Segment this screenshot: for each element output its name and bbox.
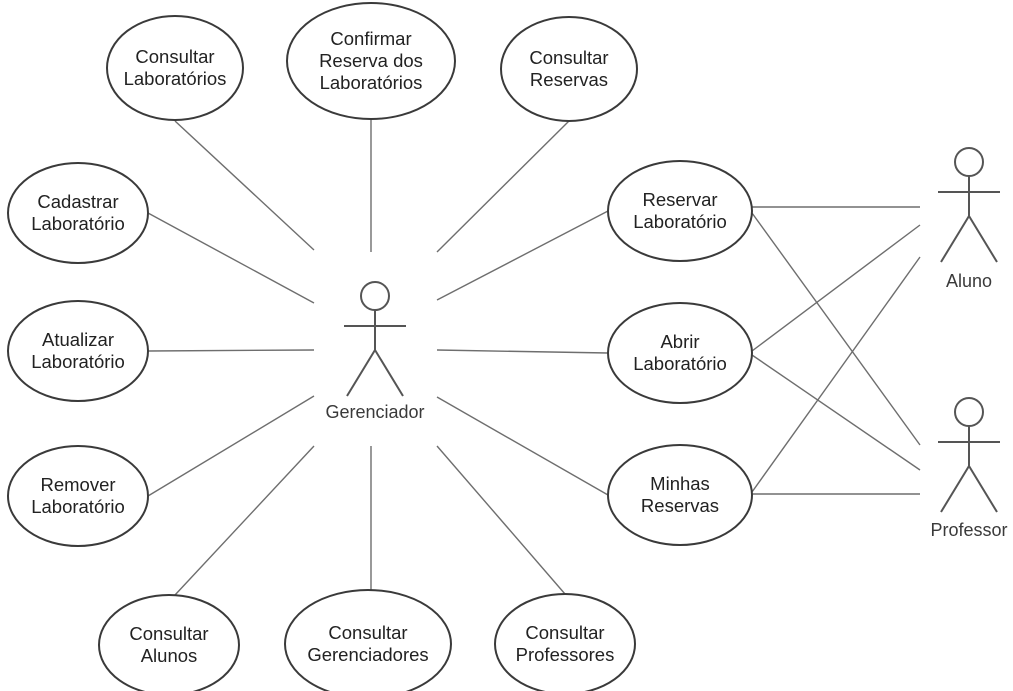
actor-left-leg-icon	[940, 215, 970, 263]
use-case-label-line: Laboratório	[31, 213, 125, 234]
actor-head-icon	[954, 397, 984, 427]
actor-right-leg-icon	[968, 215, 998, 263]
use-case-label-line: Consultar	[525, 622, 604, 643]
association-gerenciador-minhas-reservas	[436, 396, 609, 496]
actor-right-leg-icon	[374, 349, 404, 397]
use-case-ellipse[interactable]	[286, 2, 456, 120]
actor-right-leg-icon	[968, 465, 998, 513]
use-case-label-line: Gerenciadores	[307, 644, 428, 665]
use-case-label-line: Laboratório	[633, 353, 727, 374]
use-case-ellipse[interactable]	[607, 302, 753, 404]
association-gerenciador-reservar-laboratorio	[436, 210, 609, 301]
association-gerenciador-consultar-professores	[436, 445, 566, 595]
use-case-ellipse[interactable]	[494, 593, 636, 691]
actor-professor[interactable]: Professor	[930, 397, 1008, 540]
actor-aluno[interactable]: Aluno	[938, 147, 1000, 291]
use-case-ellipse[interactable]	[607, 444, 753, 546]
association-professor-abrir-laboratorio	[751, 354, 921, 471]
use-case-label-line: Alunos	[141, 645, 198, 666]
use-case-label-line: Laboratório	[31, 496, 125, 517]
use-case-label-line: Laboratórios	[124, 68, 227, 89]
actor-head-icon	[954, 147, 984, 177]
use-case-label-line: Consultar	[129, 623, 208, 644]
use-case-ellipse[interactable]	[284, 589, 452, 691]
actor-left-leg-icon	[346, 349, 376, 397]
actor-head-icon	[360, 281, 390, 311]
use-case-label-line: Atualizar	[42, 329, 114, 350]
actor-left-leg-icon	[940, 465, 970, 513]
use-case-ellipse[interactable]	[106, 15, 244, 121]
use-case-ellipse[interactable]	[7, 162, 149, 264]
use-case-label-line: Reservas	[641, 495, 719, 516]
use-case-label-line: Reserva dos	[319, 50, 423, 71]
use-case-label-line: Reservas	[530, 69, 608, 90]
use-case-ellipse[interactable]	[7, 445, 149, 547]
association-gerenciador-remover-laboratorio	[147, 395, 315, 497]
use-case-label-line: Laboratório	[633, 211, 727, 232]
association-gerenciador-consultar-laboratorios	[174, 120, 315, 251]
use-case-label-line: Professores	[516, 644, 615, 665]
actor-label: Professor	[930, 520, 1007, 540]
use-case-label-line: Cadastrar	[37, 191, 118, 212]
use-case-label-line: Consultar	[328, 622, 407, 643]
use-case-label-line: Laboratórios	[320, 72, 423, 93]
use-case-label-line: Abrir	[660, 331, 699, 352]
association-gerenciador-consultar-alunos	[174, 445, 315, 596]
association-gerenciador-atualizar-laboratorio	[147, 349, 315, 352]
actor-gerenciador[interactable]: Gerenciador	[325, 281, 425, 422]
use-case-ellipse[interactable]	[607, 160, 753, 262]
use-case-label-line: Confirmar	[330, 28, 411, 49]
use-case-label-line: Reservar	[642, 189, 717, 210]
use-case-label-line: Minhas	[650, 473, 710, 494]
use-case-label-line: Consultar	[135, 46, 214, 67]
actor-label: Gerenciador	[325, 402, 424, 422]
association-gerenciador-abrir-laboratorio	[436, 349, 609, 354]
use-case-ellipse[interactable]	[500, 16, 638, 122]
use-case-ellipse[interactable]	[98, 594, 240, 691]
use-case-label-line: Remover	[40, 474, 115, 495]
use-case-label-line: Consultar	[529, 47, 608, 68]
association-gerenciador-consultar-reservas	[436, 120, 570, 253]
association-professor-reservar-laboratorio	[751, 212, 921, 446]
association-aluno-abrir-laboratorio	[751, 224, 921, 352]
association-gerenciador-cadastrar-laboratorio	[147, 212, 315, 304]
association-aluno-minhas-reservas	[751, 256, 921, 493]
actor-label: Aluno	[946, 271, 992, 291]
use-case-ellipse[interactable]	[7, 300, 149, 402]
association-lines	[147, 120, 921, 596]
use-case-label-line: Laboratório	[31, 351, 125, 372]
